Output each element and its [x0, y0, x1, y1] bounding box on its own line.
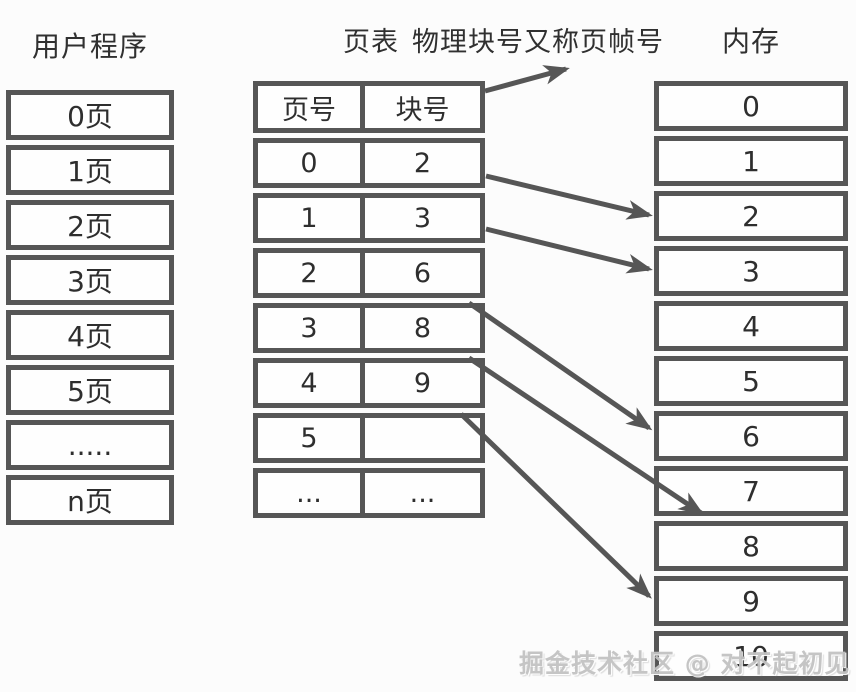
arrow-page2-block6-to-frame6 — [467, 300, 653, 431]
page-number-cell: 2 — [258, 253, 365, 293]
memory-frame-5: 5 — [654, 356, 848, 406]
memory-frame-9: 9 — [654, 576, 848, 626]
memory-frame-6: 6 — [654, 411, 848, 461]
page-table-row-2: 2 6 — [253, 248, 485, 298]
user-page-row-ellipsis: ..... — [6, 420, 174, 470]
user-program-table: 0页 1页 2页 3页 4页 5页 ..... n页 — [6, 90, 174, 525]
user-page-row-0: 0页 — [6, 90, 174, 140]
memory-frame-1: 1 — [654, 136, 848, 186]
page-number-header: 页号 — [258, 86, 365, 128]
memory-frame-8: 8 — [654, 521, 848, 571]
page-table-header-row: 页号 块号 — [253, 81, 485, 133]
memory-frame-7: 7 — [654, 466, 848, 516]
arrow-page4-block9-to-frame9 — [459, 412, 652, 599]
block-number-header: 块号 — [395, 94, 450, 126]
memory-frame-3: 3 — [654, 246, 848, 296]
page-table-row-ellipsis: ... ... — [253, 468, 485, 518]
block-number-cell-empty — [365, 418, 480, 458]
page-number-cell: 3 — [258, 308, 365, 348]
block-number-cell: 8 — [413, 312, 432, 344]
page-number-cell: ... — [258, 473, 365, 513]
user-page-row-3: 3页 — [6, 255, 174, 305]
watermark: 掘金技术社区 @ 对不起初见 — [519, 649, 851, 678]
page-frame-caption: 物理块号又称页帧号 — [412, 27, 664, 58]
page-number-cell: 4 — [258, 363, 365, 403]
page-number-cell: 5 — [258, 418, 365, 458]
memory-frame-10: 10 — [654, 631, 848, 681]
memory-title: 内存 — [722, 25, 781, 58]
page-number-cell: 1 — [258, 198, 365, 238]
arrow-header-to-caption — [484, 65, 570, 94]
user-program-title: 用户程序 — [32, 30, 149, 63]
page-table-row-3: 3 8 — [253, 303, 485, 353]
memory-frame-4: 4 — [654, 301, 848, 351]
page-table-row-5: 5 — [253, 413, 485, 463]
page-table-title: 页表 — [343, 27, 399, 58]
block-number-cell: 6 — [413, 257, 432, 289]
block-number-cell: 3 — [413, 202, 432, 234]
user-page-row-5: 5页 — [6, 365, 174, 415]
arrow-page0-block2-to-frame2 — [485, 173, 653, 220]
memory-table: 0 1 2 3 4 5 6 7 8 9 10 — [654, 81, 848, 681]
block-number-cell: ... — [409, 477, 436, 509]
user-page-row-2: 2页 — [6, 200, 174, 250]
page-table-row-1: 1 3 — [253, 193, 485, 243]
user-page-row-n: n页 — [6, 475, 174, 525]
arrow-page1-block3-to-frame3 — [485, 226, 653, 274]
memory-frame-0: 0 — [654, 81, 848, 131]
memory-frame-2: 2 — [654, 191, 848, 241]
page-number-cell: 0 — [258, 143, 365, 183]
user-page-row-4: 4页 — [6, 310, 174, 360]
page-table-row-4: 4 9 — [253, 358, 485, 408]
page-table-row-0: 0 2 — [253, 138, 485, 188]
page-table: 页号 块号 0 2 1 3 2 6 3 8 4 9 5 ... ... — [253, 81, 485, 518]
block-number-cell: 2 — [413, 147, 432, 179]
block-number-cell: 9 — [413, 367, 432, 399]
user-page-row-1: 1页 — [6, 145, 174, 195]
